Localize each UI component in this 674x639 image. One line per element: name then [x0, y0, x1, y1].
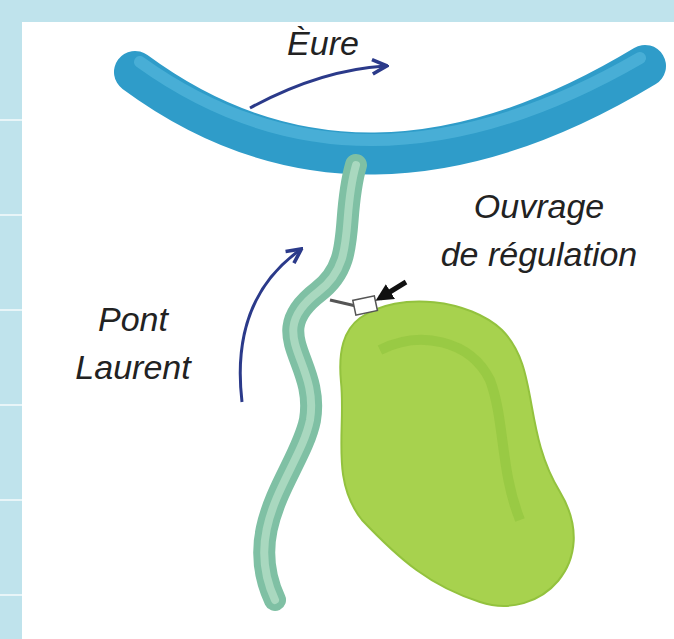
label-line: Èure [268, 20, 378, 68]
label-line: Ouvrage [410, 183, 668, 231]
structure-label: Ouvrage de régulation [410, 183, 668, 278]
river-name: Èure [268, 20, 378, 68]
regulation-structure [353, 296, 378, 315]
label-line: Laurent [48, 344, 218, 392]
flow-arrow [240, 250, 300, 402]
river-highlight [140, 58, 640, 140]
flow-arrow [250, 66, 385, 108]
stream-name: Pont Laurent [48, 296, 218, 391]
pipe [330, 300, 356, 306]
label-line: Pont [48, 296, 218, 344]
pond-shade [380, 340, 520, 520]
frame-lines [0, 120, 22, 595]
label-line: de régulation [410, 231, 668, 279]
paper [22, 22, 674, 639]
pointer-arrow [380, 282, 406, 298]
pond [340, 301, 574, 605]
